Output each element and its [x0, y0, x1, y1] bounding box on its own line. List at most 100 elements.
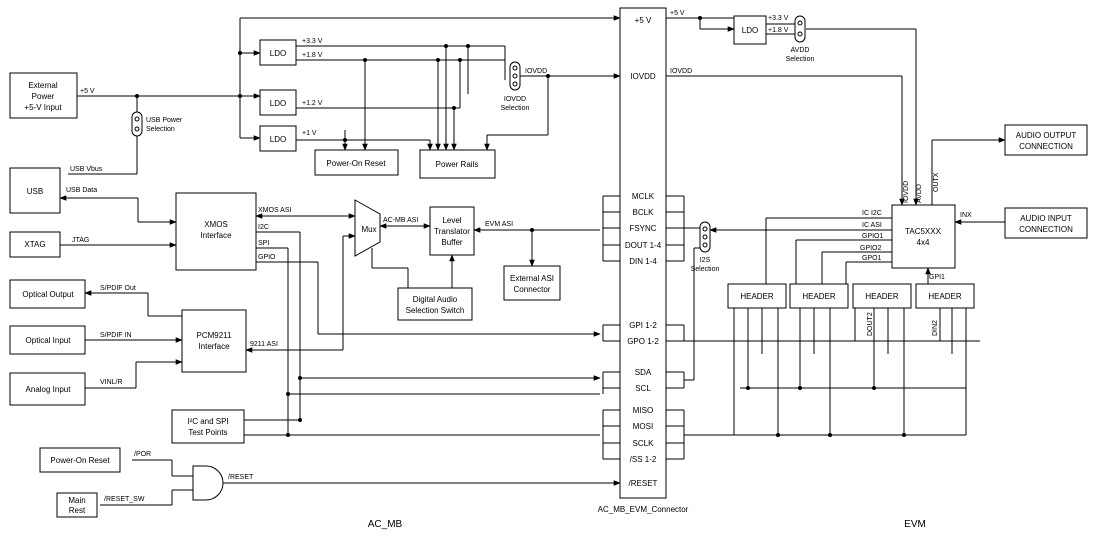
svg-text:Optical Output: Optical Output	[22, 290, 74, 299]
svg-text:SPI: SPI	[258, 240, 269, 247]
svg-text:OUTX: OUTX	[933, 172, 940, 192]
mux-block: Mux	[354, 199, 381, 257]
svg-text:Buffer: Buffer	[441, 238, 463, 247]
svg-text:USB: USB	[27, 187, 43, 196]
xmos-interface-block: XMOS Interface	[175, 192, 257, 271]
ldo-block: LDO	[259, 89, 297, 116]
svg-text:I2S: I2S	[700, 257, 711, 264]
svg-text:IOVDD: IOVDD	[670, 68, 692, 75]
svg-text:GPI1: GPI1	[929, 274, 945, 281]
header-block: HEADER	[852, 283, 912, 309]
svg-text:CONNECTION: CONNECTION	[1019, 142, 1073, 151]
optical-input-block: Optical Input	[9, 325, 86, 355]
avdd-selection-switch	[794, 15, 806, 43]
junction-dots	[135, 16, 906, 437]
power-on-reset-left-block: Power-On Reset	[39, 447, 121, 473]
svg-text:LDO: LDO	[742, 26, 758, 35]
svg-text:+5 V: +5 V	[635, 16, 652, 25]
usb-block: USB	[9, 167, 61, 214]
xtag-block: XTAG	[9, 231, 61, 258]
svg-text:I²C and SPI: I²C and SPI	[187, 417, 228, 426]
svg-text:XMOS: XMOS	[204, 220, 228, 229]
svg-text:Selection: Selection	[786, 56, 815, 63]
svg-text:DIN 1-4: DIN 1-4	[629, 257, 657, 266]
svg-text:XTAG: XTAG	[24, 240, 45, 249]
svg-text:INX: INX	[960, 212, 972, 219]
svg-text:Test Points: Test Points	[188, 428, 227, 437]
header-block: HEADER	[789, 283, 849, 309]
usb-power-selection-switch	[131, 111, 143, 137]
svg-text:Power Rails: Power Rails	[436, 160, 479, 169]
section-label-evm: EVM	[904, 519, 926, 530]
ldo-right-block: LDO	[733, 15, 767, 45]
svg-text:HEADER: HEADER	[740, 292, 774, 301]
section-label-acmb: AC_MB	[368, 519, 403, 530]
svg-text:+5 V: +5 V	[670, 10, 685, 17]
svg-text:+3.3 V: +3.3 V	[768, 15, 789, 22]
svg-text:IOVDD: IOVDD	[630, 72, 656, 81]
svg-text:MOSI: MOSI	[633, 422, 653, 431]
audio-output-connection-block: AUDIO OUTPUT CONNECTION	[1004, 124, 1088, 156]
svg-text:GPIO: GPIO	[258, 254, 276, 261]
svg-text:+5 V: +5 V	[80, 88, 95, 95]
i2c-spi-test-points-block: I²C and SPI Test Points	[171, 409, 245, 444]
signal-labels: +5 V USB Power Selection USB Vbus USB Da…	[66, 10, 972, 503]
svg-text:Main: Main	[68, 496, 85, 505]
svg-text:+5-V Input: +5-V Input	[24, 103, 62, 112]
svg-text:IC I2C: IC I2C	[862, 210, 882, 217]
optical-output-block: Optical Output	[9, 279, 86, 309]
svg-text:LDO: LDO	[270, 49, 286, 58]
svg-text:Optical Input: Optical Input	[26, 336, 72, 345]
ldo-block: LDO	[259, 125, 297, 152]
svg-text:USB Power: USB Power	[146, 117, 183, 124]
power-rails-block: Power Rails	[419, 149, 496, 179]
wires	[59, 15, 1006, 506]
svg-text:DOUT2: DOUT2	[867, 312, 874, 336]
svg-text:IOVDD: IOVDD	[504, 96, 526, 103]
analog-input-block: Analog Input	[9, 372, 86, 406]
svg-text:IOVDD: IOVDD	[903, 181, 910, 203]
header-block: HEADER	[727, 283, 787, 309]
main-rest-block: Main Rest	[56, 492, 98, 518]
svg-text:/RESET: /RESET	[629, 479, 658, 488]
svg-text:HEADER: HEADER	[865, 292, 899, 301]
svg-text:GPO 1-2: GPO 1-2	[627, 337, 659, 346]
level-translator-block: Level Translator Buffer	[429, 206, 475, 256]
svg-text:FSYNC: FSYNC	[629, 224, 656, 233]
svg-text:Selection: Selection	[691, 266, 720, 273]
svg-text:External ASI: External ASI	[510, 274, 554, 283]
svg-text:SCLK: SCLK	[633, 439, 655, 448]
svg-text:HEADER: HEADER	[802, 292, 836, 301]
audio-input-connection-block: AUDIO INPUT CONNECTION	[1004, 207, 1088, 239]
svg-text:AUDIO OUTPUT: AUDIO OUTPUT	[1016, 131, 1077, 140]
svg-text:IC ASI: IC ASI	[862, 222, 882, 229]
svg-text:Digital Audio: Digital Audio	[413, 295, 458, 304]
svg-text:USB Data: USB Data	[66, 187, 97, 194]
svg-text:4x4: 4x4	[917, 238, 930, 247]
iovdd-selection-switch	[509, 61, 521, 91]
and-gate	[192, 465, 224, 501]
svg-text:Power-On Reset: Power-On Reset	[326, 159, 386, 168]
svg-text:/RESET: /RESET	[228, 474, 254, 481]
svg-text:Rest: Rest	[69, 506, 86, 515]
header-block: HEADER	[915, 283, 975, 309]
svg-text:LDO: LDO	[270, 135, 286, 144]
svg-text:TAC5XXX: TAC5XXX	[905, 227, 942, 236]
svg-text:EVM ASI: EVM ASI	[485, 221, 513, 228]
svg-text:GPIO1: GPIO1	[862, 233, 884, 240]
external-power-block: External Power +5-V Input	[9, 72, 78, 119]
svg-text:/POR: /POR	[134, 451, 151, 458]
svg-text:Analog Input: Analog Input	[26, 385, 72, 394]
ldo-block: LDO	[259, 39, 297, 66]
connector-title: AC_MB_EVM_Connector	[598, 505, 689, 514]
svg-text:VINL/R: VINL/R	[100, 379, 123, 386]
connector-block: +5 V IOVDD MCLK BCLK FSYNC DOUT 1-4 DIN …	[619, 7, 667, 499]
external-asi-connector-block: External ASI Connector	[503, 265, 561, 301]
svg-text:Connector: Connector	[514, 285, 551, 294]
svg-text:Interface: Interface	[200, 231, 232, 240]
svg-text:Power-On Reset: Power-On Reset	[50, 456, 110, 465]
svg-text:Level: Level	[442, 216, 461, 225]
svg-text:Selection: Selection	[146, 126, 175, 133]
i2s-selection-switch	[699, 221, 711, 253]
svg-text:Selection Switch: Selection Switch	[406, 306, 465, 315]
